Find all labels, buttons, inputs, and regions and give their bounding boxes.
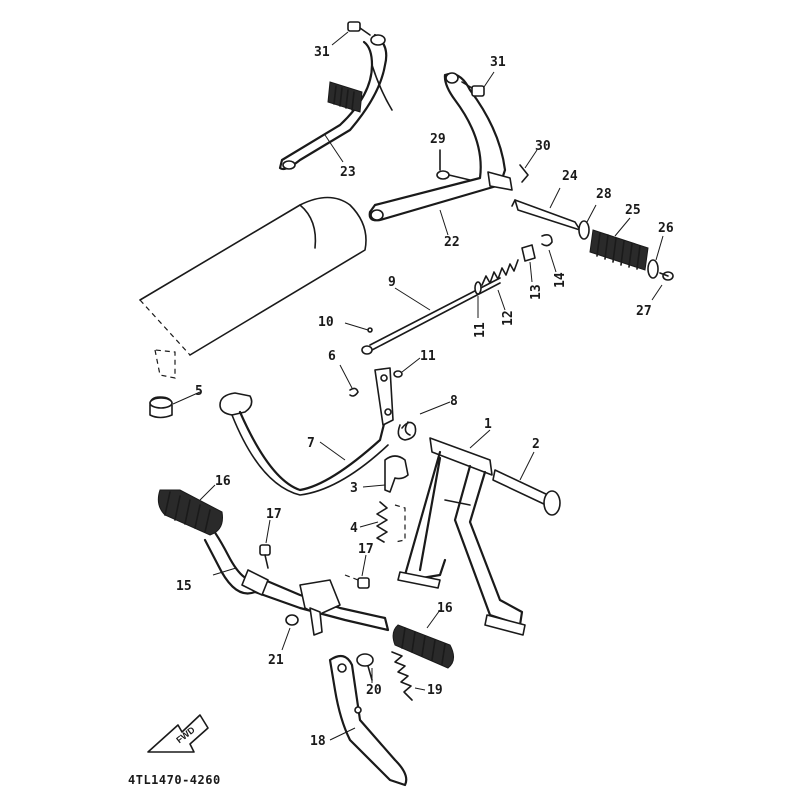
callout-19: 19: [427, 683, 443, 698]
pin-10: [344, 322, 373, 333]
stand-bolt-2: [492, 451, 561, 516]
callout-3: 3: [350, 481, 358, 496]
collar-13: [521, 244, 536, 283]
side-stand-18: [328, 654, 408, 787]
washer-28: [578, 204, 597, 240]
callout-13: 13: [529, 284, 544, 300]
callout-16-left: 16: [215, 474, 231, 489]
diagram-code: 4TL1470-4260: [128, 773, 221, 787]
spring-hook-3: [362, 455, 409, 493]
callout-9: 9: [388, 275, 396, 290]
washer-11-upper: [474, 281, 482, 318]
callout-30: 30: [535, 139, 551, 154]
callout-23: 23: [340, 165, 356, 180]
callout-1: 1: [484, 417, 492, 432]
fwd-arrow-icon: FWD: [147, 714, 209, 753]
callout-4: 4: [350, 521, 358, 536]
brake-pedal-7: [219, 367, 394, 496]
callout-14: 14: [553, 272, 568, 288]
rear-footrest-bracket-left-part: [278, 33, 393, 171]
side-stand-spring-19: [391, 651, 426, 701]
bolt-20: [356, 653, 374, 683]
pin-27: [651, 271, 674, 301]
clip-14: [541, 234, 557, 273]
main-stand-1: [397, 429, 526, 636]
callout-8: 8: [450, 394, 458, 409]
callout-17-upper: 17: [266, 507, 282, 522]
callout-11-lower: 11: [420, 349, 436, 364]
callout-25: 25: [625, 203, 641, 218]
bolt-17-upper: [259, 519, 271, 569]
callout-2: 2: [532, 437, 540, 452]
pin-29: [436, 149, 471, 181]
muffler-outline: [139, 196, 367, 356]
callout-7: 7: [307, 436, 315, 451]
callout-27: 27: [636, 304, 652, 319]
callout-10: 10: [318, 315, 334, 330]
rubber-damper-part: [149, 349, 201, 419]
clip-30: [519, 149, 538, 183]
stand-spring-4: [359, 501, 406, 543]
footpeg-shaft-24: [511, 187, 581, 231]
washer-26: [647, 235, 664, 279]
callout-11-upper: 11: [473, 322, 488, 338]
callout-18: 18: [310, 734, 326, 749]
footpeg-rubber-25: [589, 217, 649, 271]
bolt-21: [281, 614, 299, 651]
callout-17-lower: 17: [358, 542, 374, 557]
washer-11-lower: [393, 357, 421, 378]
callout-5: 5: [195, 384, 203, 399]
callout-31-left: 31: [314, 45, 330, 60]
callout-12: 12: [501, 310, 516, 326]
spring-12: [481, 259, 519, 311]
callout-26: 26: [658, 221, 674, 236]
callout-31-right: 31: [490, 55, 506, 70]
front-footrest-15: [203, 518, 390, 636]
callout-15: 15: [176, 579, 192, 594]
bolt-17-lower: [344, 554, 370, 589]
rear-footpeg-left-rubber: [327, 81, 363, 113]
callout-28: 28: [596, 187, 612, 202]
callout-24: 24: [562, 169, 578, 184]
footpeg-rubber-16-right: [392, 609, 454, 669]
bolt-31-left: [331, 21, 371, 46]
return-spring-8: [397, 401, 451, 441]
callout-16-right: 16: [437, 601, 453, 616]
callout-29: 29: [430, 132, 446, 147]
callout-21: 21: [268, 653, 284, 668]
clip-6: [339, 364, 359, 397]
callout-22: 22: [444, 235, 460, 250]
footpeg-rubber-16-left: [157, 484, 223, 536]
callout-6: 6: [328, 349, 336, 364]
rear-footrest-bracket-right-part: [368, 72, 513, 236]
callout-20: 20: [366, 683, 382, 698]
bolt-31-right: [461, 71, 495, 97]
